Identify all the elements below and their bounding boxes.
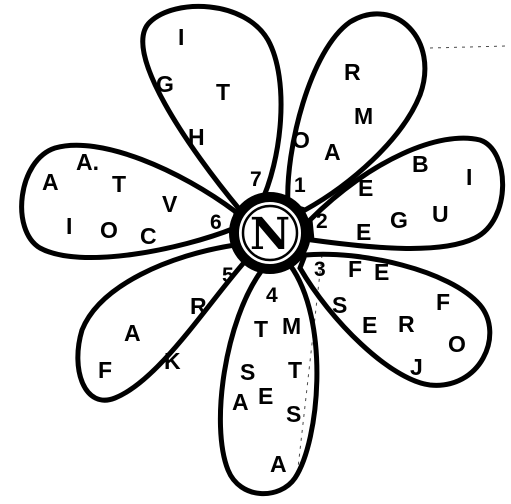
petal-letter: F bbox=[436, 289, 450, 315]
petal-number: 2 bbox=[316, 210, 328, 233]
petal-number: 3 bbox=[314, 258, 326, 281]
petal-letter: T bbox=[288, 357, 302, 383]
petal-letter: C bbox=[140, 223, 157, 249]
petal-letter: E bbox=[356, 219, 371, 245]
petal-3 bbox=[300, 254, 490, 385]
petal-letter: E bbox=[362, 312, 377, 338]
petal-letter: H bbox=[188, 124, 205, 150]
petal-letter: A. bbox=[76, 149, 99, 175]
petal-letter: I bbox=[466, 164, 472, 190]
center-letter: N bbox=[250, 209, 290, 260]
petal-letter: O bbox=[292, 127, 310, 153]
scan-line bbox=[430, 46, 506, 48]
petal-letter: E bbox=[258, 383, 273, 409]
petal-letter: A bbox=[232, 389, 249, 415]
petal-letter: F bbox=[348, 256, 362, 282]
petal-letter: T bbox=[254, 316, 268, 342]
petal-letter: O bbox=[100, 217, 118, 243]
petal-letter: S bbox=[240, 359, 255, 385]
petal-letter: T bbox=[112, 171, 126, 197]
petal-letter: F bbox=[98, 357, 112, 383]
petal-letter: U bbox=[432, 201, 449, 227]
petal-letter: I bbox=[178, 24, 184, 50]
petal-letter: K bbox=[164, 348, 181, 374]
petal-number: 1 bbox=[294, 174, 306, 197]
petal-letter: O bbox=[448, 331, 466, 357]
flower-center: N bbox=[234, 197, 306, 269]
petal-letter: A bbox=[270, 451, 287, 477]
petal-letter: G bbox=[156, 71, 174, 97]
petal-number: 4 bbox=[266, 284, 278, 307]
petal-letter: A bbox=[124, 320, 141, 346]
petal-letter: J bbox=[410, 354, 423, 380]
petal-letter: R bbox=[398, 311, 415, 337]
petal-letter: E bbox=[374, 259, 389, 285]
petal-letter: R bbox=[344, 59, 361, 85]
petal-letter: V bbox=[162, 191, 178, 217]
petal-letter: M bbox=[282, 313, 301, 339]
petal-letter: S bbox=[286, 401, 301, 427]
petal-number: 6 bbox=[210, 211, 222, 234]
petal-letter: E bbox=[358, 175, 373, 201]
petal-letter: M bbox=[354, 103, 373, 129]
petal-letter: B bbox=[412, 151, 429, 177]
petal-letter: S bbox=[332, 292, 347, 318]
petal-letter: A bbox=[42, 169, 59, 195]
petal-letter: G bbox=[390, 207, 408, 233]
petal-letter: R bbox=[190, 293, 207, 319]
petal-letter: I bbox=[66, 213, 72, 239]
petal-number: 5 bbox=[222, 264, 234, 287]
petal-letter: A bbox=[324, 139, 341, 165]
petal-letter: T bbox=[216, 79, 230, 105]
petal-number: 7 bbox=[250, 168, 262, 191]
